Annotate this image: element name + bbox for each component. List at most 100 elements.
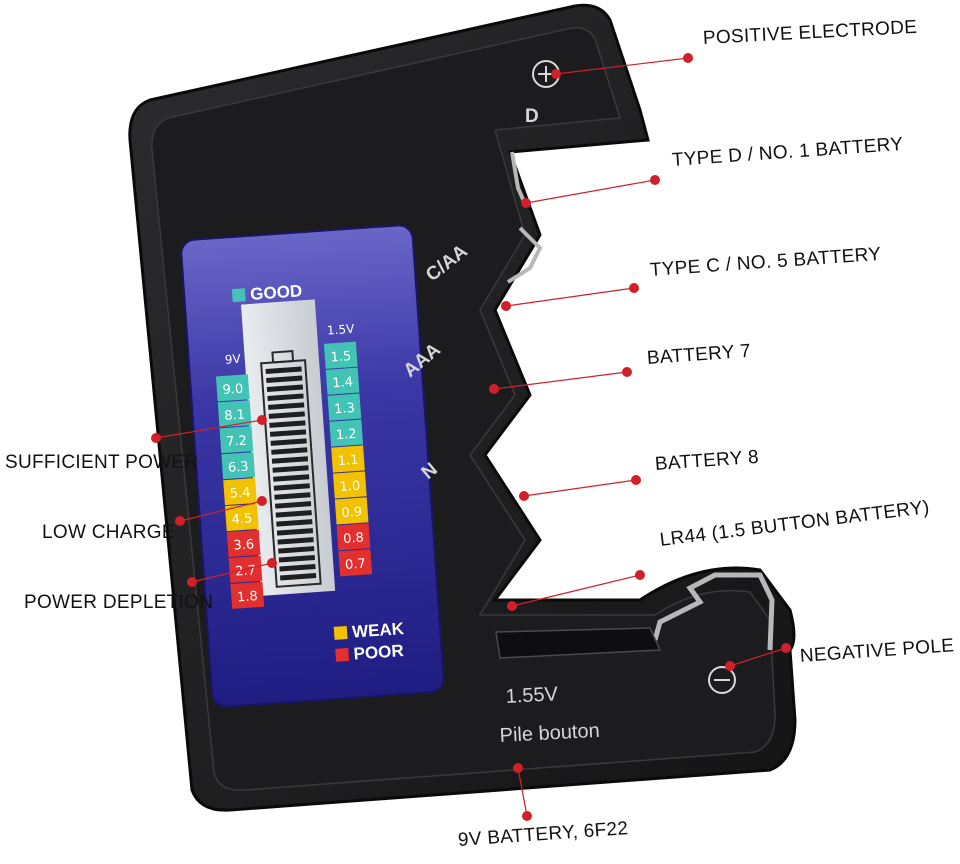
c-slot-spring <box>506 226 543 284</box>
scale-1-5v-cell <box>336 523 371 551</box>
leader-lr44 <box>511 574 641 607</box>
leader-type-c-dot <box>629 283 639 293</box>
ladder-segment <box>269 429 307 437</box>
scale-1-5v-cell <box>334 497 369 525</box>
leader-negative-pole <box>729 647 787 667</box>
ladder-segment <box>279 564 316 572</box>
ladder-segment <box>276 528 314 536</box>
ladder-segment <box>273 474 310 482</box>
leader-power-depletion-dot <box>267 558 277 568</box>
ladder-segment <box>268 402 305 410</box>
leader-9v-battery <box>517 767 528 817</box>
leader-sufficient-power-dot <box>257 415 267 425</box>
bottom-spring-contact <box>652 572 775 651</box>
meter-panel: 9.08.17.26.35.44.53.62.71.8 1.51.41.31.2… <box>180 224 445 708</box>
scale-1-5v-cell <box>331 445 365 473</box>
callout-low-charge: LOW CHARGE <box>42 522 175 543</box>
weak-legend-label: WEAK <box>351 619 405 642</box>
leader-positive-electrode-dot <box>551 69 561 79</box>
leader-lr44-dot <box>507 601 517 611</box>
scale-9v-cell <box>226 529 261 558</box>
good-legend-label: GOOD <box>250 281 303 304</box>
callout-power-depletion: POWER DEPLETION <box>24 592 214 613</box>
scale-9v-value: 9.0 <box>222 382 244 398</box>
ladder-segment <box>278 555 315 563</box>
negative-terminal-icon <box>708 666 736 694</box>
scale-1-5v-cell <box>332 471 367 499</box>
ladder-segment <box>273 483 310 491</box>
scale-9v-cell <box>215 374 250 402</box>
ladder-segment <box>267 393 304 401</box>
leader-sufficient-power-dot <box>151 433 161 443</box>
scale-9v-value: 5.4 <box>229 485 251 501</box>
leader-positive-electrode-dot <box>683 53 693 63</box>
scale-1-5v-value: 1.0 <box>339 479 361 495</box>
ladder-segment <box>269 420 306 428</box>
leader-battery-8 <box>523 479 637 497</box>
callout-sufficient-power: SUFFICIENT POWER <box>5 452 199 473</box>
leader-low-charge-dot <box>175 516 185 526</box>
poor-legend-swatch <box>335 647 350 662</box>
leader-battery-8-dot <box>519 491 529 501</box>
leader-power-depletion-dot <box>187 577 197 587</box>
scale-9v-cell <box>219 426 254 454</box>
leader-9v-battery-dot <box>522 811 532 821</box>
slot-label-d: D <box>525 106 539 127</box>
leader-9v-battery-dot <box>513 763 523 773</box>
good-legend-swatch <box>231 288 246 303</box>
button-cell-voltage: 1.55V <box>505 683 559 708</box>
ladder-segment <box>276 519 313 527</box>
bottom-slot-tray <box>495 627 662 659</box>
leader-negative-pole-dot <box>781 643 791 653</box>
indicator-ladder <box>260 350 322 588</box>
scale-1-5v-cell <box>327 393 362 421</box>
scale-9v-value: 4.5 <box>231 511 253 527</box>
callout-leaders <box>151 53 791 821</box>
scale-9v-cell <box>230 581 265 609</box>
ladder-segment <box>277 537 314 545</box>
ladder-segment <box>274 492 311 500</box>
ladder-segment <box>266 375 303 383</box>
ladder-segment <box>266 384 304 392</box>
leader-negative-pole-dot <box>725 661 735 671</box>
leader-power-depletion <box>191 562 273 583</box>
leader-positive-electrode <box>555 57 689 75</box>
leader-battery-8-dot <box>631 475 641 485</box>
leader-sufficient-power <box>155 419 263 439</box>
ladder-segment <box>270 438 307 446</box>
scale-1-5v-value: 1.1 <box>337 453 359 469</box>
leader-type-d-dot <box>650 175 660 185</box>
leader-type-c <box>505 287 635 307</box>
weak-legend-swatch <box>333 625 348 640</box>
scale-9v-value: 6.3 <box>228 459 250 475</box>
leader-type-d <box>525 179 656 204</box>
leader-battery-7-dot <box>489 384 499 394</box>
scale-9v-cell <box>217 400 252 428</box>
scale-1-5v-value: 0.9 <box>341 505 363 521</box>
scale-9v-cell <box>221 452 256 480</box>
scale-9v-cell <box>223 478 257 506</box>
leader-low-charge <box>179 500 263 522</box>
ladder-segment <box>274 501 312 509</box>
scale-1-5v-cell <box>325 367 360 395</box>
scale-1-5v-cell <box>329 419 364 447</box>
leader-low-charge-dot <box>257 496 267 506</box>
scale-1-5v-value: 1.5 <box>330 349 352 365</box>
scale-1-5v-value: 1.3 <box>334 401 356 417</box>
scale-9v-value: 2.7 <box>235 563 257 579</box>
scale-9v-value: 8.1 <box>224 408 246 424</box>
scale-1-5v-value: 1.2 <box>336 427 358 443</box>
scale-1-5v: 1.51.41.31.21.11.00.90.80.7 <box>323 341 373 577</box>
ladder-segment <box>271 447 308 455</box>
poor-legend-label: POOR <box>353 641 404 663</box>
button-cell-label: Pile bouton <box>499 720 600 747</box>
ladder-segment <box>275 510 312 518</box>
scale-1-5v-value: 0.8 <box>343 531 365 547</box>
scale-1-5v-value: 1.4 <box>332 375 354 391</box>
leader-battery-7-dot <box>622 367 632 377</box>
scale-1-5v-cell <box>338 549 373 577</box>
scale-9v-cell <box>225 503 259 532</box>
ladder-segment <box>268 411 305 419</box>
leader-lr44-dot <box>635 570 645 580</box>
